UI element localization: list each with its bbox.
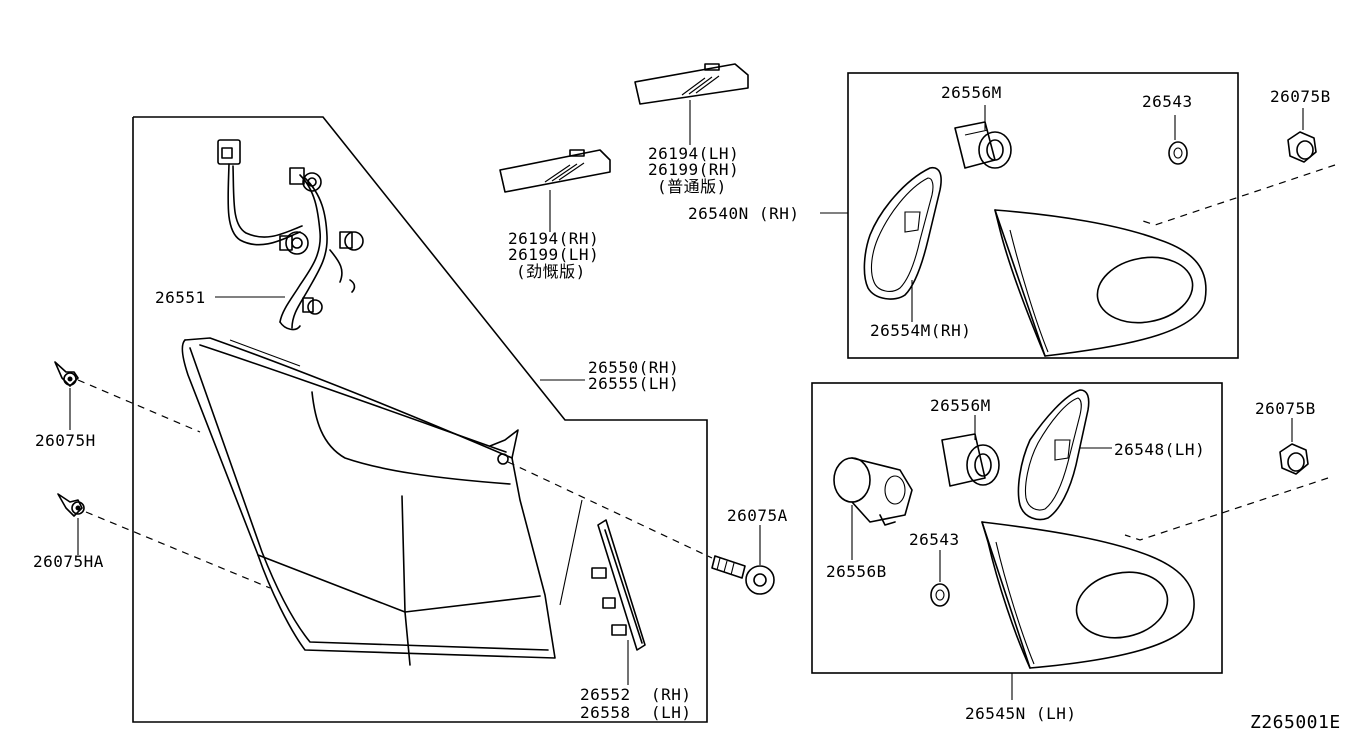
dash-26075H [77, 379, 201, 433]
inner-lamp-rh [994, 209, 1207, 357]
main-assembly-frame [132, 116, 708, 723]
tail-lamp-housing [181, 337, 583, 666]
label-26548: 26548(LH) [1114, 440, 1206, 459]
label-26555: 26555(LH) [588, 374, 680, 393]
bracket-26552 [591, 519, 646, 651]
label-26075A: 26075A [727, 506, 788, 525]
side-marker-lower [499, 149, 611, 193]
label-26551: 26551 [155, 288, 206, 307]
label-26556B: 26556B [826, 562, 887, 581]
bulb-socket-bottom [941, 433, 1000, 487]
dash-26075B-bot [1124, 477, 1329, 541]
side-marker-upper [634, 63, 749, 105]
dash-26075B-top [1139, 164, 1336, 226]
label-26558: 26558 (LH) [580, 703, 692, 722]
rh-inner-lamp-box [847, 72, 1239, 359]
label-26556M-bot: 26556M [930, 396, 991, 415]
label-26075B-top: 26075B [1270, 87, 1331, 106]
clip-26075H [54, 361, 79, 387]
label-26199-rh: 26199(RH) [648, 160, 740, 179]
label-26194-rh: 26194(RH) [508, 229, 600, 248]
wire-harness-26551 [217, 139, 364, 331]
dash-26075A [507, 461, 713, 559]
label-26194-lh: 26194(LH) [648, 144, 740, 163]
label-26543-bot: 26543 [909, 530, 960, 549]
gasket-26554M [863, 166, 942, 300]
label-26550: 26550(RH) [588, 358, 680, 377]
label-26545N: 26545N (LH) [965, 704, 1077, 723]
washer-26543-top [1168, 141, 1188, 165]
washer-26543-bot [930, 583, 950, 607]
label-26556M-top: 26556M [941, 83, 1002, 102]
label-26543-top: 26543 [1142, 92, 1193, 111]
label-note-b: (普通版) [657, 177, 727, 196]
bolt-26075A [711, 555, 775, 595]
dash-26075HA [85, 511, 271, 589]
inner-lamp-lh [981, 521, 1195, 669]
bulb-socket-top [954, 121, 1012, 169]
label-26075B-bot: 26075B [1255, 399, 1316, 418]
nut-26075B-top [1287, 131, 1317, 163]
clip-26075HA [57, 493, 85, 517]
gasket-26548 [1017, 389, 1090, 521]
label-26540N: 26540N (RH) [688, 204, 800, 223]
label-note-a: (劲慨版) [516, 262, 586, 281]
label-26075HA: 26075HA [33, 552, 104, 571]
label-26554M: 26554M(RH) [870, 321, 972, 340]
lh-inner-lamp-box [811, 382, 1223, 674]
nut-26075B-bot [1279, 443, 1309, 475]
diagram-code: Z265001E [1250, 712, 1341, 733]
socket-26556B [833, 457, 913, 526]
label-26075H: 26075H [35, 431, 96, 450]
label-26199-lh: 26199(LH) [508, 245, 600, 264]
label-26552: 26552 (RH) [580, 685, 692, 704]
